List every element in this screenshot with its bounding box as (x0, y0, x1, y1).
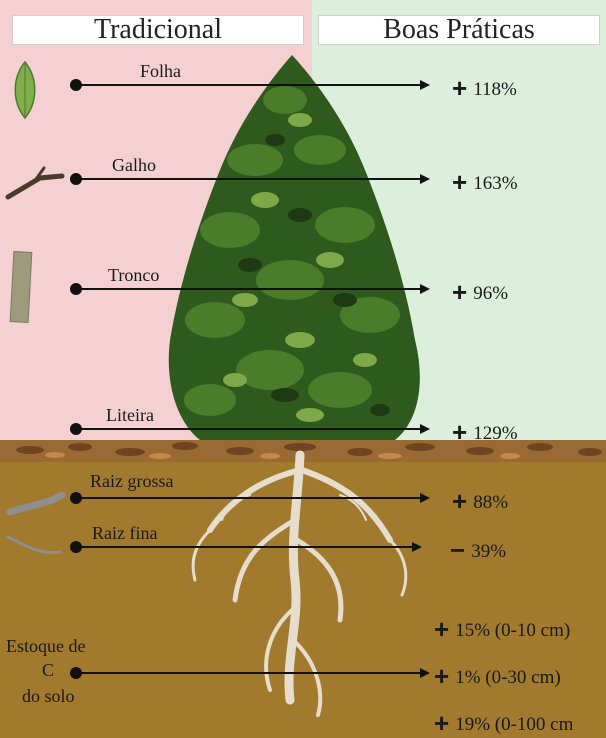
header-good-practices: Boas Práticas (318, 15, 600, 45)
label-soil-carbon-line3: do solo (22, 686, 75, 707)
label-soil-carbon-line2: C (42, 660, 54, 681)
label-soil-carbon-line1: Estoque de (6, 636, 85, 657)
label-liteira: Liteira (106, 405, 154, 426)
label-galho: Galho (112, 155, 156, 176)
value-folha: +118% (452, 73, 517, 104)
value-raiz-fina: −39% (450, 535, 506, 566)
label-raiz-fina: Raiz fina (92, 523, 157, 544)
value-liteira: +129% (452, 417, 518, 448)
soil-carbon-0-10: +15% (0-10 cm) (434, 614, 570, 645)
value-tronco: +96% (452, 277, 508, 308)
label-tronco: Tronco (108, 265, 159, 286)
label-folha: Folha (140, 61, 181, 82)
arrow-soil-carbon (70, 667, 428, 679)
value-raiz-grossa: +88% (452, 486, 508, 517)
value-galho: +163% (452, 167, 518, 198)
header-traditional: Tradicional (12, 15, 304, 45)
soil-carbon-0-100: +19% (0-100 cm (434, 708, 573, 738)
soil-carbon-0-30: +1% (0-30 cm) (434, 661, 561, 692)
arrow-raiz-grossa (70, 492, 428, 504)
arrow-folha (70, 79, 428, 91)
label-raiz-grossa: Raiz grossa (90, 471, 173, 492)
